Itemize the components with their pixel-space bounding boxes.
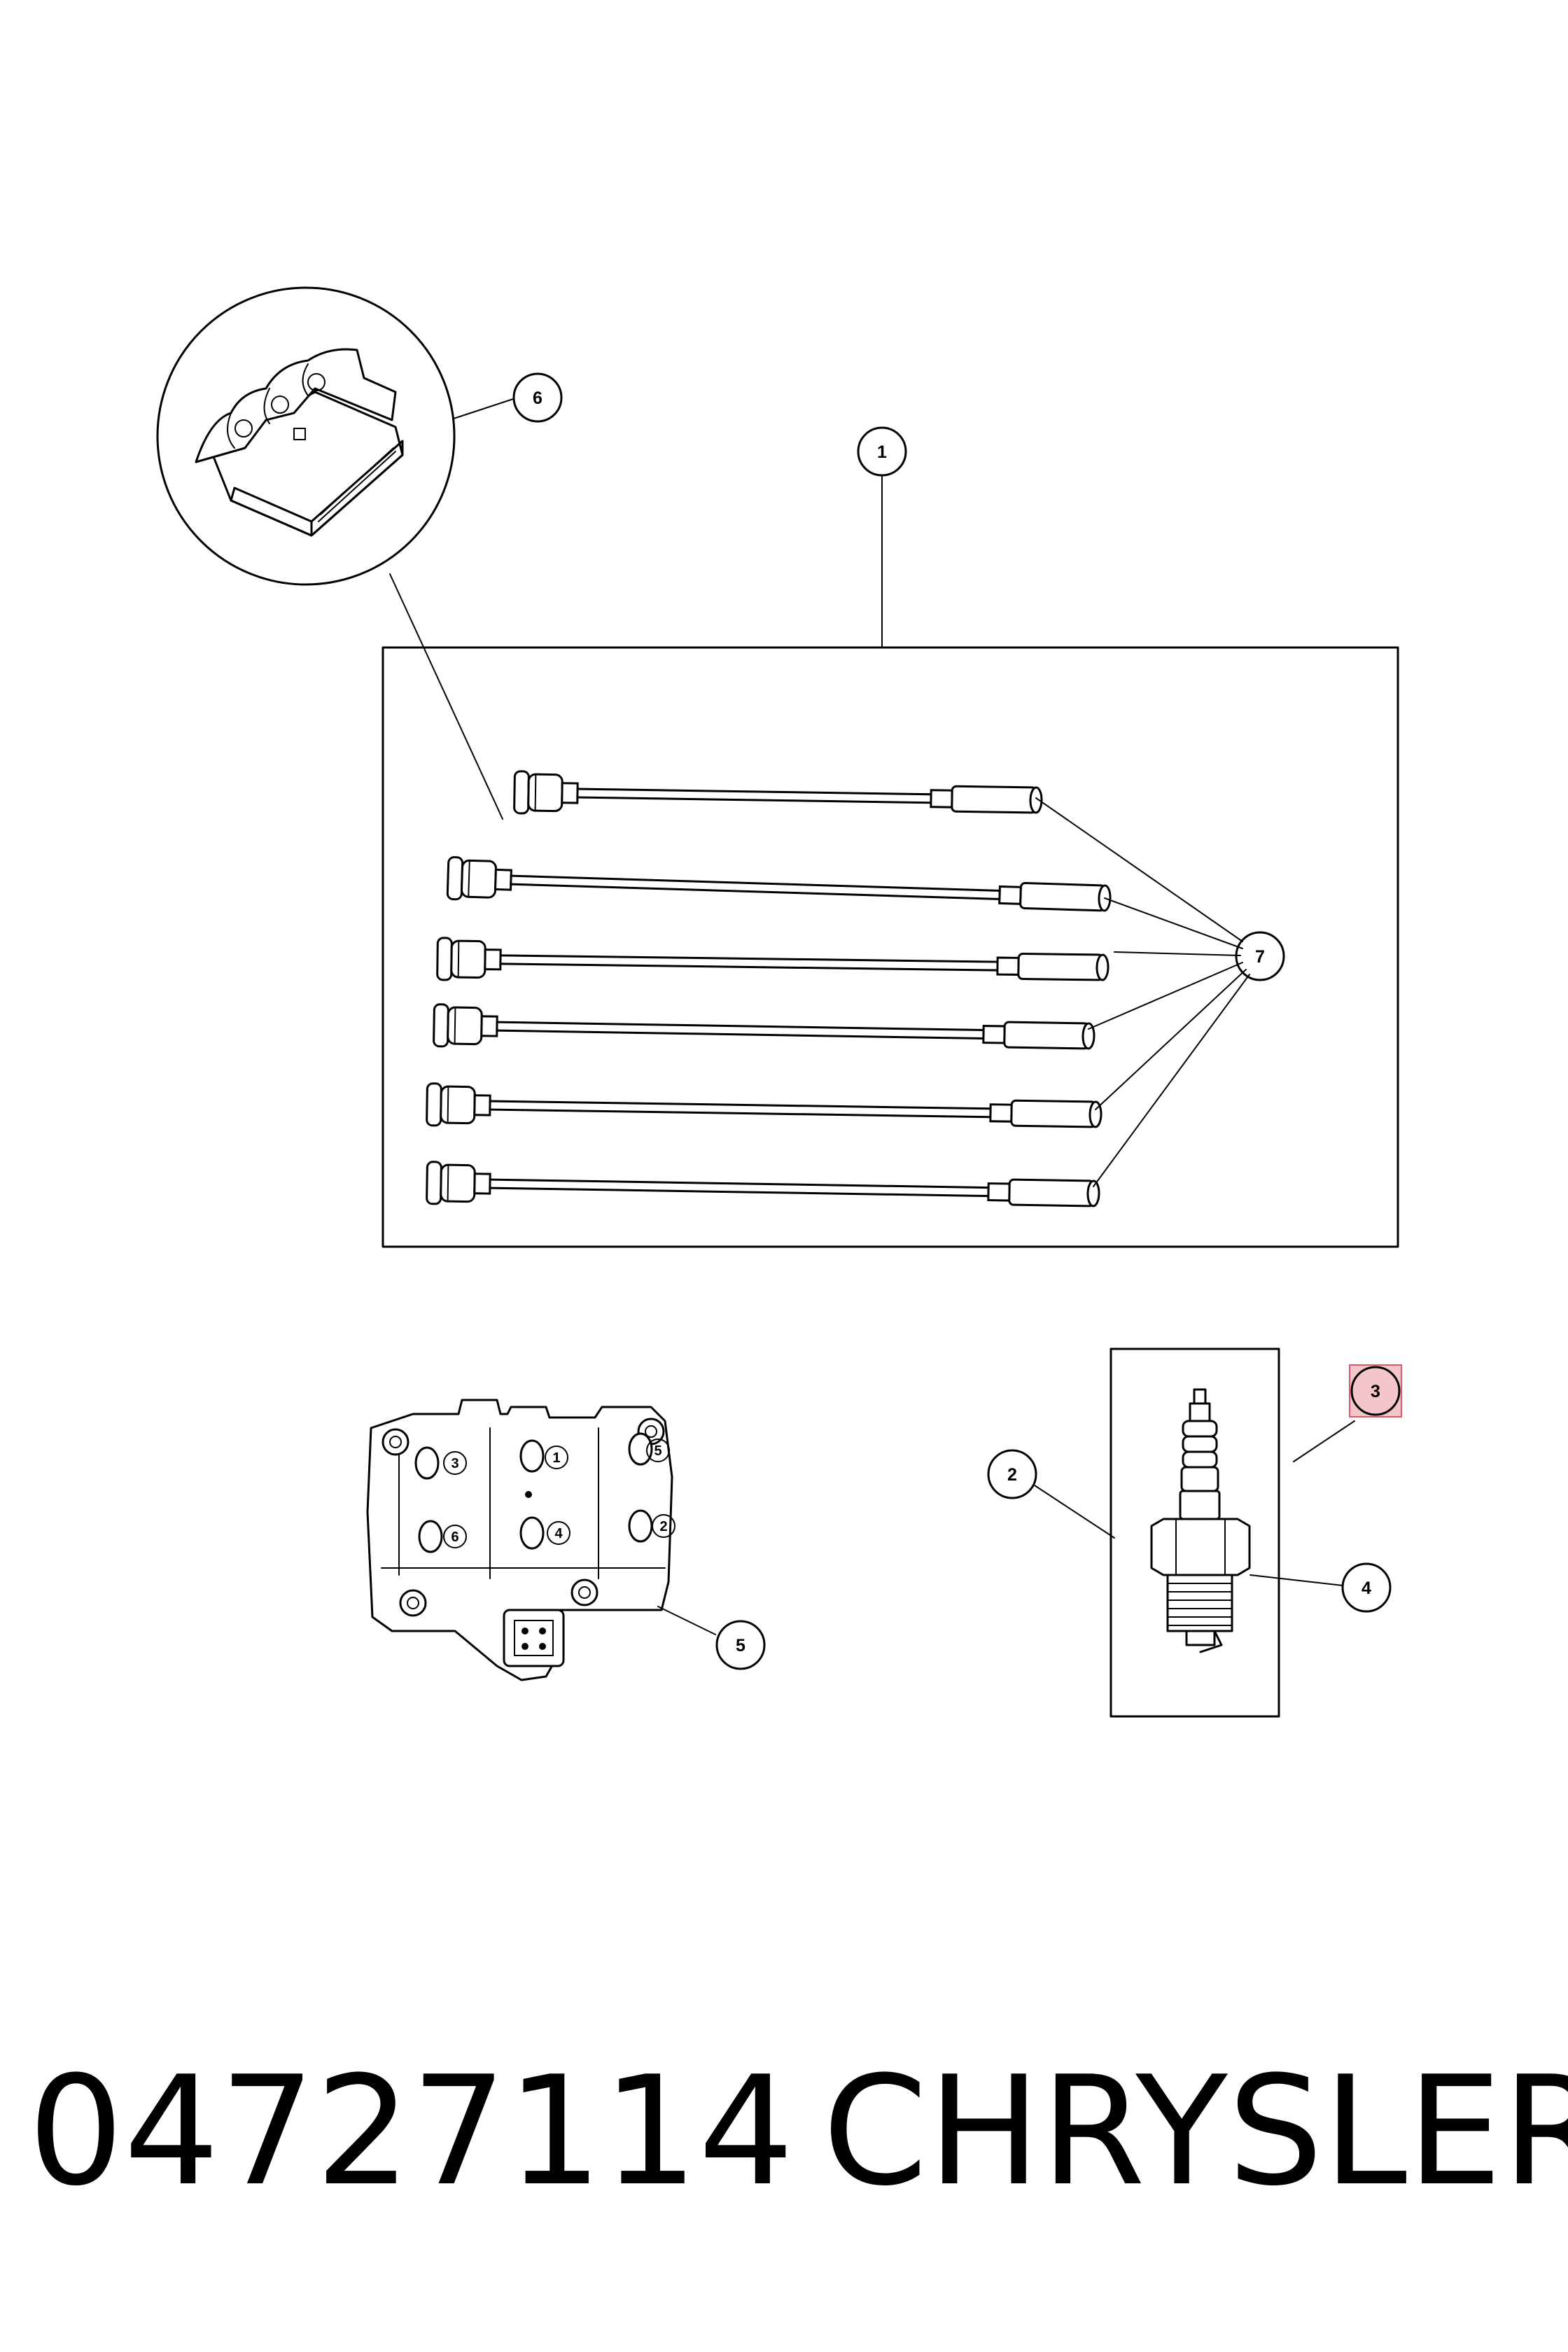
ignition-wire	[433, 1003, 1096, 1050]
svg-text:4: 4	[554, 1526, 563, 1541]
ignition-wire	[426, 1082, 1102, 1128]
svg-text:3: 3	[451, 1456, 458, 1471]
callout-2[interactable]: 2	[987, 1449, 1115, 1539]
svg-text:2: 2	[659, 1519, 667, 1534]
wire-set-frame	[382, 646, 1399, 1248]
svg-text:1: 1	[552, 1450, 560, 1466]
svg-text:5: 5	[654, 1443, 662, 1459]
spark-plug-wire-set	[426, 770, 1112, 1208]
coil-terminal-2: 2	[652, 1514, 676, 1538]
callout-7-leaders	[1035, 797, 1250, 1187]
svg-text:2: 2	[1007, 1465, 1017, 1485]
callout-5[interactable]: 5	[657, 1606, 766, 1670]
svg-text:1: 1	[877, 442, 887, 462]
ignition-wire	[436, 937, 1110, 981]
callout-6[interactable]: 6	[453, 372, 563, 423]
separator-clip-detail	[156, 286, 456, 586]
callout-1[interactable]: 1	[857, 426, 907, 647]
callout-4[interactable]: 4	[1250, 1562, 1392, 1613]
svg-text:7: 7	[1255, 947, 1265, 967]
svg-text:4: 4	[1362, 1578, 1371, 1598]
brand-name: CHRYSLER	[822, 2043, 1568, 2219]
svg-text:6: 6	[451, 1530, 458, 1545]
part-number: 04727114	[28, 2043, 794, 2219]
coil-terminal-5: 5	[646, 1438, 670, 1462]
svg-text:5: 5	[736, 1636, 746, 1656]
ignition-wire	[446, 856, 1112, 912]
callout-7[interactable]: 7	[1235, 931, 1285, 981]
coil-terminal-4: 4	[547, 1521, 570, 1545]
ignition-wire	[513, 770, 1043, 815]
svg-text:3: 3	[1371, 1382, 1380, 1401]
callout-3[interactable]: 3	[1293, 1364, 1402, 1462]
spark-plug	[1150, 1388, 1251, 1653]
ignition-wire	[426, 1161, 1100, 1208]
detail-leader-line	[389, 573, 503, 820]
coil-terminal-towers	[414, 1432, 653, 1553]
coil-terminal-6: 6	[443, 1525, 467, 1548]
svg-text:6: 6	[533, 388, 542, 408]
coil-terminal-1: 1	[545, 1446, 568, 1469]
coil-terminal-3: 3	[443, 1451, 467, 1475]
ignition-coil-pack: 3 1 5 6 4 2	[366, 1399, 676, 1681]
spark-plug-frame	[1110, 1348, 1280, 1718]
